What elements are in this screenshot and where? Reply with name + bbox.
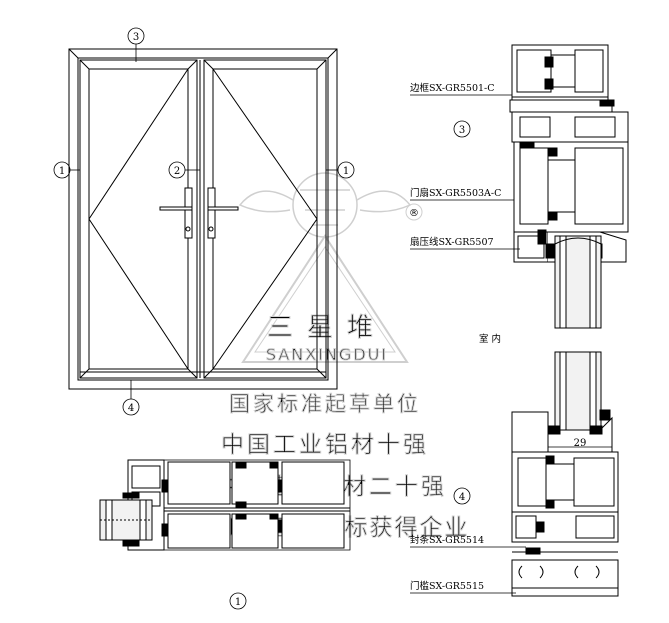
section-4-circle xyxy=(453,487,471,505)
upper-glass xyxy=(554,235,602,329)
outer-frame-inner-edge xyxy=(77,57,329,381)
right-handle-plate xyxy=(207,187,216,239)
watermark-wing-left xyxy=(238,190,294,213)
watermark-slogan-1: 国家标准起草单位 xyxy=(229,392,421,416)
outer-frame xyxy=(68,48,338,390)
watermark-triangle xyxy=(241,234,409,363)
bottom-section xyxy=(511,409,619,597)
right-leaf xyxy=(203,59,327,379)
callout-bottom: 4 xyxy=(128,403,134,414)
plan-section xyxy=(99,459,351,551)
door-callouts xyxy=(53,27,355,416)
door-elevation xyxy=(68,48,338,390)
left-handle-lever xyxy=(159,206,193,211)
section-3-callout: 3 xyxy=(459,125,465,136)
watermark-wing-right xyxy=(356,190,412,213)
callout-left: 1 xyxy=(59,166,65,177)
lower-glass xyxy=(554,351,602,433)
plan-callout: 1 xyxy=(229,592,247,610)
watermark-slogan-2: 中国工业铝材十强 xyxy=(221,432,429,458)
watermark-brand-en: SANXINGDUI xyxy=(266,345,388,364)
part-labels: 边框SX-GR5501-C 门扇SX-GR5503A-C 扇压线SX-GR550… xyxy=(410,82,501,592)
right-handle-lever xyxy=(207,206,239,211)
label-sill: 门槛SX-GR5515 xyxy=(410,580,484,592)
label-leaf: 门扇SX-GR5503A-C xyxy=(410,187,501,199)
watermark xyxy=(238,172,423,363)
watermark-registered-mark: ® xyxy=(409,208,419,219)
left-leaf-swing-mark xyxy=(88,68,189,370)
bottom-bead-profile xyxy=(511,411,549,453)
watermark-mask-lines xyxy=(300,189,350,226)
callout-right: 1 xyxy=(343,166,349,177)
top-section xyxy=(509,44,629,263)
label-frame: 边框SX-GR5501-C xyxy=(410,82,495,94)
watermark-brand-cn: 三星堆 xyxy=(267,313,387,343)
watermark-mask-emblem xyxy=(292,172,358,238)
section-4-callout: 4 xyxy=(459,492,465,503)
callout-middle: 2 xyxy=(174,166,180,177)
plan-callout-circle xyxy=(229,592,247,610)
plan-callout-label: 1 xyxy=(235,597,241,608)
sill-profile xyxy=(511,559,619,589)
label-seal: 封条SX-GR5514 xyxy=(410,534,484,546)
right-leaf-swing-mark xyxy=(212,68,318,370)
label-bead: 扇压线SX-GR5507 xyxy=(410,236,494,248)
dimension-label: 29 xyxy=(574,438,587,449)
section-3-circle xyxy=(453,120,471,138)
label-indoor: 室 内 xyxy=(479,333,501,345)
leader-lines xyxy=(410,94,526,594)
left-leaf xyxy=(79,59,198,379)
watermark-triangle-inner xyxy=(254,246,396,353)
watermark-registered-circle xyxy=(405,203,423,221)
door-callout-labels: 3 1 2 1 4 xyxy=(59,32,349,414)
dimension xyxy=(547,443,613,451)
left-leaf-glass xyxy=(88,68,189,370)
left-handle-plate xyxy=(184,187,193,239)
section-callouts xyxy=(453,120,471,505)
callout-top: 3 xyxy=(133,32,139,43)
